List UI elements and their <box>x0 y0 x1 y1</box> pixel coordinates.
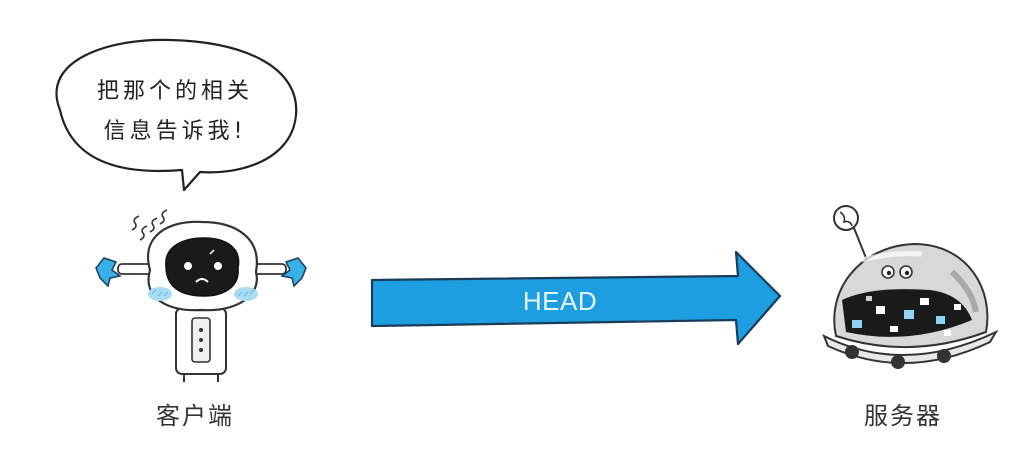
robot-arm-right <box>251 257 307 288</box>
robot-arm-left <box>95 257 153 288</box>
server-label: 服务器 <box>864 402 942 430</box>
server-dome <box>833 242 989 349</box>
robot-head <box>147 220 258 312</box>
request-arrow <box>370 250 782 346</box>
stress-marks-icon <box>131 209 168 241</box>
speech-bubble-text: 把那个的相关 信息告诉我! <box>70 72 280 152</box>
robot-body <box>175 307 227 382</box>
speech-bubble <box>55 38 298 192</box>
antenna-icon <box>833 205 871 269</box>
speech-bubble-line-1: 把那个的相关 <box>96 79 253 104</box>
request-method-label: HEAD <box>522 286 598 316</box>
speech-bubble-line-2: 信息告诉我! <box>103 119 247 144</box>
server-robot <box>822 205 999 369</box>
client-label: 客户端 <box>156 402 234 430</box>
client-robot <box>95 209 307 382</box>
server-base <box>822 329 999 369</box>
